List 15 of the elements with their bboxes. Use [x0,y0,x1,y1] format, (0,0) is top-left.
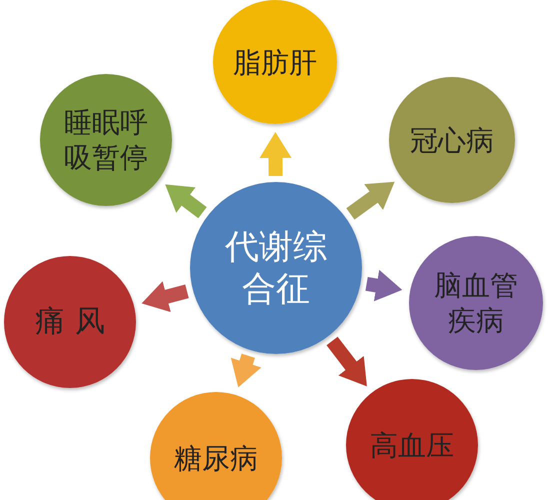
circle-label: 代谢综合征 [224,226,328,310]
circle-label: 睡眠呼吸暂停 [62,105,149,175]
block-arrow [326,336,367,386]
circle-label: 脑血管疾病 [432,268,519,338]
block-arrow [165,184,207,218]
circle-label: 脂肪肝 [232,44,318,80]
circle-label: 糖尿病 [172,440,259,476]
block-arrow [230,354,262,388]
block-arrow [142,281,189,312]
block-arrow [346,182,395,220]
block-arrow [260,132,292,176]
circle-label: 高血压 [368,428,455,462]
circle-label: 痛 风 [34,303,106,341]
block-arrow [365,270,402,302]
circle-label: 冠心病 [408,122,495,158]
